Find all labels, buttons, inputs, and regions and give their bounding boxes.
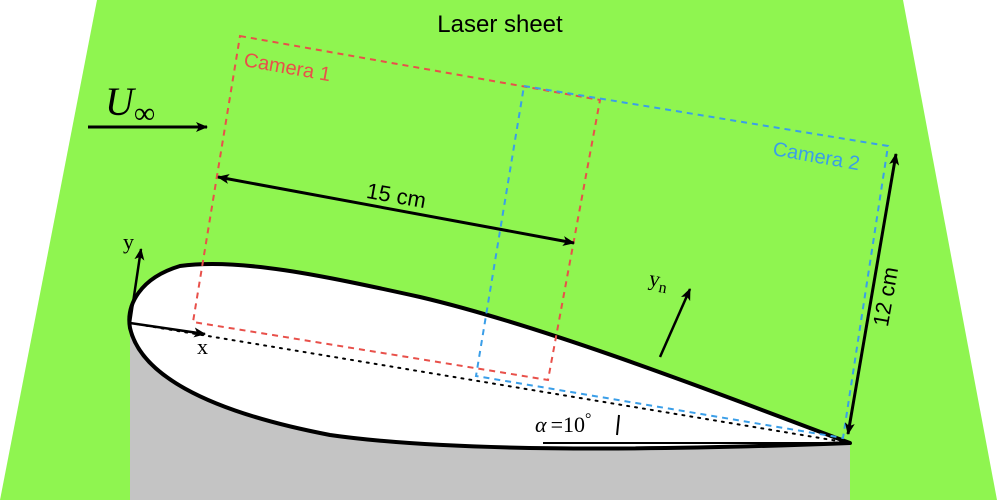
angle-unit: ° [585,411,591,428]
x-axis-arrow [129,321,206,338]
freestream-subscript: ∞ [134,97,155,130]
yn-axis-label: yn [646,265,670,297]
chord-line [129,322,851,444]
camera-2-field-of-view [474,84,890,440]
airfoil [127,262,852,451]
y-axis-label: y [123,229,134,254]
width-dimension-arrow [217,174,575,246]
angle-symbol: α [535,412,547,437]
freestream-symbol: U [105,79,137,124]
angle-tick [616,414,620,436]
angle-label: α=10° [535,411,591,437]
yn-axis-subscript: n [657,279,668,297]
y-axis-arrow [128,248,145,324]
camera-1-field-of-view [191,34,602,382]
x-axis-label: x [197,334,208,359]
yn-axis-base: y [647,265,662,292]
freestream-label: U∞ [105,79,155,130]
yn-axis-arrow [658,288,692,358]
height-dimension-arrow [844,153,900,435]
angle-value: 10 [563,412,585,437]
angle-equals: = [551,412,563,437]
laser-sheet-title: Laser sheet [437,11,563,38]
